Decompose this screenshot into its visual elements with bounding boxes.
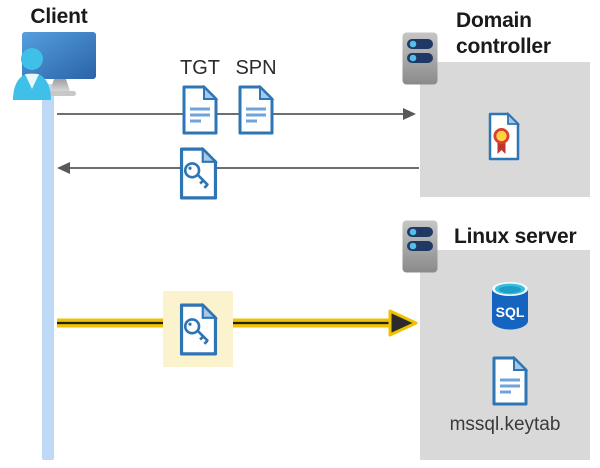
keytab-label: mssql.keytab: [449, 414, 561, 435]
user-icon: [13, 48, 51, 100]
tgt-document-icon: [182, 85, 219, 135]
key-icon: [183, 162, 209, 189]
service-ticket-response-arrow: [57, 162, 419, 174]
spn-label: SPN: [235, 57, 277, 79]
service-ticket-key-icon: [179, 147, 219, 200]
client-workstation-icon: [13, 32, 96, 100]
client-lifeline: [42, 84, 54, 460]
monitor-icon: [22, 32, 96, 96]
ribbon-icon: [497, 142, 506, 154]
right-arrowhead-icon: [403, 108, 416, 120]
linux-server-icon: [402, 220, 438, 273]
spn-document-icon: [238, 85, 275, 135]
tgt-spn-request-arrow: [57, 108, 416, 120]
linux-server-title: Linux server: [454, 225, 577, 248]
left-arrowhead-icon: [57, 162, 70, 174]
certificate-icon: [488, 112, 521, 161]
sql-label: SQL: [496, 304, 525, 320]
key-icon: [183, 318, 209, 345]
highlighted-key-ticket-icon: [179, 303, 219, 356]
domain-controller-title: Domain controller: [456, 9, 551, 58]
sql-database-icon: SQL: [492, 282, 528, 330]
kerberos-auth-arrow: [57, 309, 418, 337]
yellow-arrowhead-icon: [388, 309, 418, 337]
keytab-document-icon: [492, 356, 529, 406]
tgt-label: TGT: [180, 57, 220, 79]
domain-controller-server-icon: [402, 32, 438, 85]
client-title: Client: [30, 5, 88, 28]
